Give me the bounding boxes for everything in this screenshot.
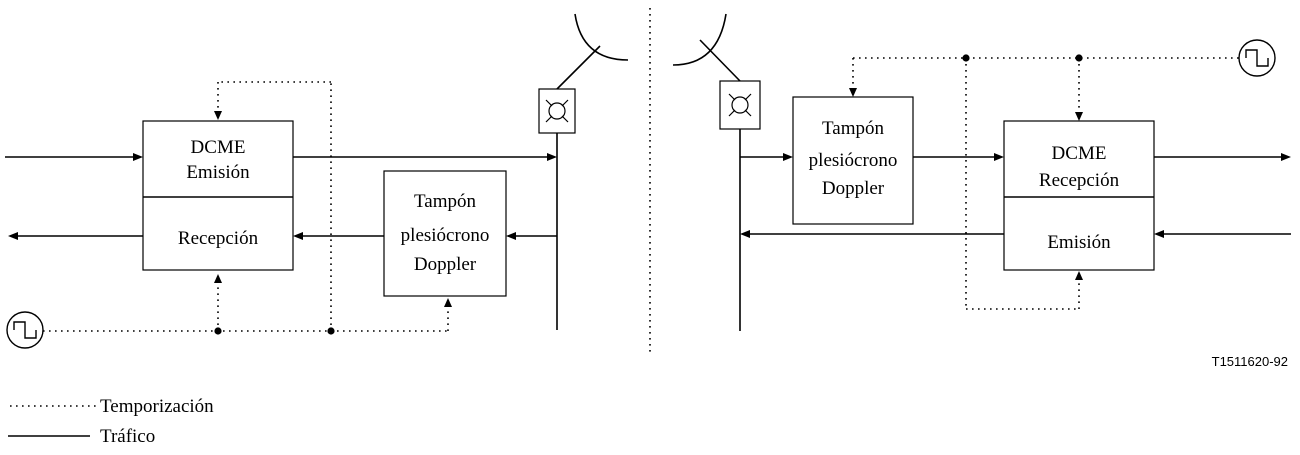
- right-dcme-emission-label: Emisión: [1047, 232, 1111, 253]
- left-doppler-buffer-box: Tampón plesiócrono Doppler: [383, 170, 507, 297]
- left-dcme-emission-label: Emisión: [186, 162, 250, 183]
- left-antenna-icon: [538, 13, 629, 134]
- right-traffic-lines: [739, 129, 1291, 331]
- right-dcme-reception-label: Recepción: [1039, 170, 1120, 191]
- left-dcme-box: DCME Emisión Recepción: [142, 120, 294, 271]
- right-dcme-box: DCME Recepción Emisión: [1003, 120, 1155, 271]
- right-dcme-title: DCME: [1052, 143, 1107, 164]
- left-dcme-reception-label: Recepción: [178, 228, 259, 249]
- left-dcme-title: DCME: [191, 137, 246, 158]
- legend-timing-label: Temporización: [100, 396, 214, 417]
- left-timing-lines: [43, 81, 452, 335]
- left-buffer-line1: Tampón: [414, 191, 476, 212]
- right-timing-lines: [849, 54, 1239, 310]
- figure-code: T1511620-92: [1212, 354, 1288, 369]
- right-terminal: Tampón plesiócrono Doppler DCME Recepció…: [672, 13, 1291, 369]
- legend: Temporización Tráfico: [8, 396, 214, 447]
- left-clock-icon: [6, 311, 44, 349]
- legend-traffic-label: Tráfico: [100, 426, 155, 447]
- left-terminal: DCME Emisión Recepción Tampón plesiócron…: [5, 13, 629, 349]
- right-antenna-icon: [672, 13, 761, 130]
- right-buffer-line1: Tampón: [822, 118, 884, 139]
- right-buffer-line2: plesiócrono: [809, 150, 898, 171]
- right-buffer-line3: Doppler: [822, 178, 885, 199]
- left-buffer-line2: plesiócrono: [401, 225, 490, 246]
- left-buffer-line3: Doppler: [414, 254, 477, 275]
- right-doppler-buffer-box: Tampón plesiócrono Doppler: [792, 96, 914, 225]
- right-clock-icon: [1238, 39, 1276, 77]
- left-traffic-lines: [5, 133, 558, 330]
